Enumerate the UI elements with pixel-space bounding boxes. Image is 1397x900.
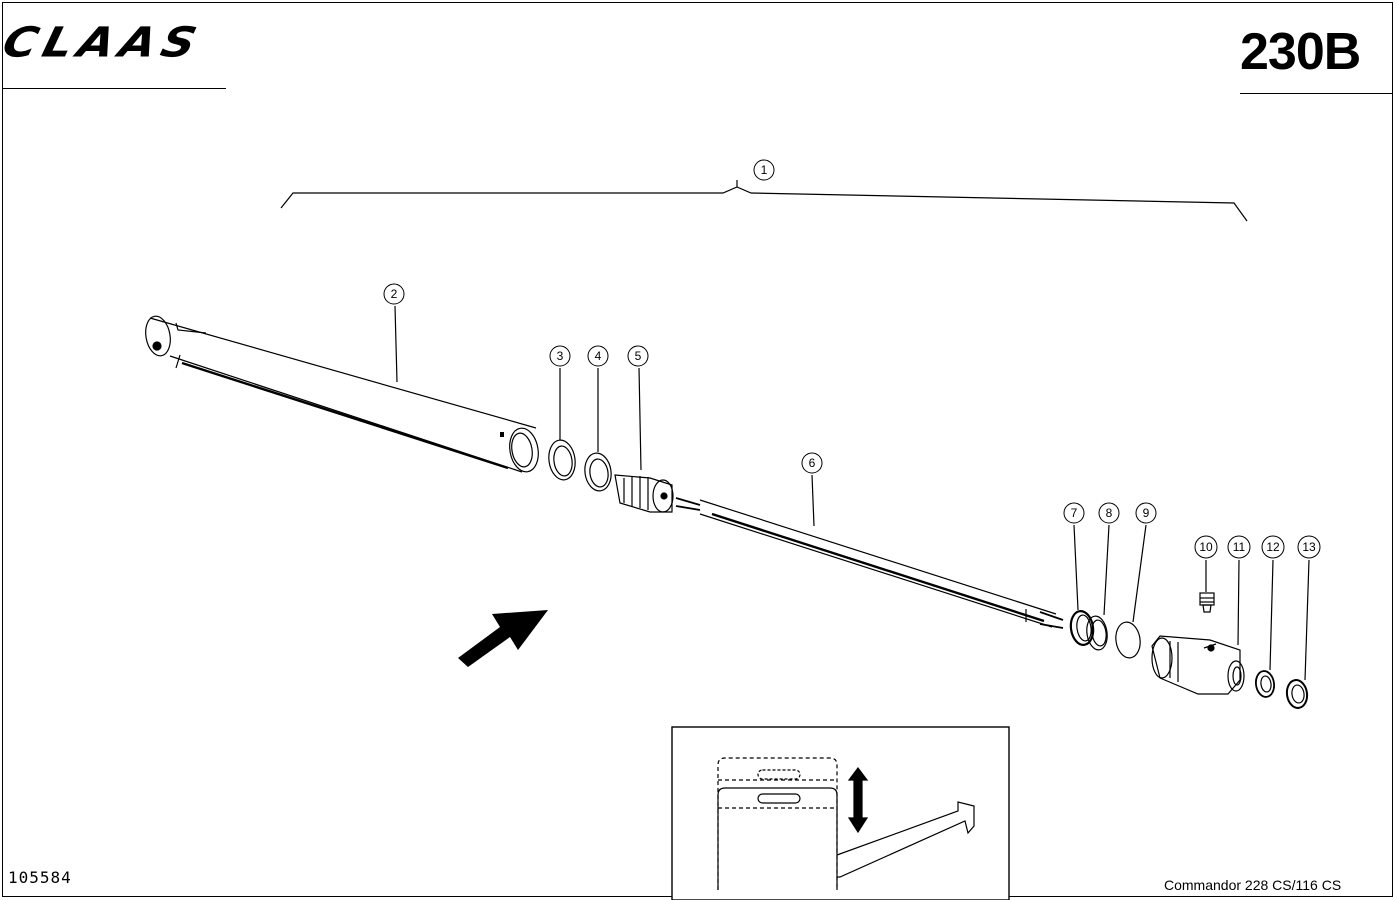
callout-6: 6 <box>801 452 823 474</box>
backup-ring-8 <box>1086 615 1108 651</box>
callout-11-label: 11 <box>1233 540 1246 554</box>
model-label: Commandor 228 CS/116 CS <box>1164 877 1342 893</box>
callout-1: 1 <box>753 159 775 181</box>
direction-arrow <box>458 610 548 667</box>
seal-ring-3 <box>548 439 576 481</box>
inset-detail <box>671 726 1010 900</box>
callouts: 1 2 3 4 5 6 7 8 9 10 11 12 13 <box>383 159 1321 559</box>
callout-1-label: 1 <box>761 163 768 177</box>
drawing-number: 105584 <box>8 868 72 887</box>
guide-ring-4 <box>584 452 612 492</box>
rod-eye-11 <box>1151 635 1245 695</box>
callout-2-label: 2 <box>391 287 398 301</box>
callout-11: 11 <box>1227 535 1251 559</box>
circlip-9 <box>1115 621 1141 659</box>
callout-4: 4 <box>587 345 609 367</box>
callout-8: 8 <box>1098 502 1120 524</box>
callout-7-label: 7 <box>1071 506 1078 520</box>
callout-13-label: 13 <box>1302 540 1316 554</box>
leader-12 <box>1269 559 1274 671</box>
bushing-12 <box>1255 670 1275 698</box>
callout-9: 9 <box>1135 502 1157 524</box>
leader-9 <box>1132 524 1147 623</box>
sheet-number: 230B <box>1240 23 1361 81</box>
piston-rod-6 <box>675 497 1064 629</box>
o-ring-7 <box>1069 609 1095 647</box>
leader-5 <box>638 367 642 471</box>
callout-2: 2 <box>383 283 405 305</box>
callout-8-label: 8 <box>1106 506 1113 520</box>
callout-10-label: 10 <box>1199 540 1213 554</box>
piston-5 <box>614 474 674 513</box>
callout-9-label: 9 <box>1143 506 1150 520</box>
callout-5: 5 <box>627 345 649 367</box>
leader-7 <box>1073 524 1079 611</box>
callout-6-label: 6 <box>809 456 816 470</box>
callout-3-label: 3 <box>557 349 564 363</box>
callout-10: 10 <box>1194 535 1218 559</box>
callout-5-label: 5 <box>635 349 642 363</box>
leader-2 <box>394 305 398 383</box>
leader-8 <box>1103 524 1110 616</box>
callout-12-label: 12 <box>1266 540 1280 554</box>
wiper-13 <box>1285 679 1309 709</box>
leader-11 <box>1237 559 1240 646</box>
leader-13 <box>1304 559 1310 681</box>
cylinder-tube <box>145 315 539 473</box>
sheet-number-underline <box>1240 93 1393 94</box>
callout-12: 12 <box>1261 535 1285 559</box>
callout-7: 7 <box>1063 502 1085 524</box>
grease-nipple-10 <box>1199 592 1215 613</box>
assembly-bracket <box>280 186 1248 222</box>
logo-underline <box>2 88 226 89</box>
callout-13: 13 <box>1297 535 1321 559</box>
leader-6 <box>811 474 815 527</box>
callout-3: 3 <box>549 345 571 367</box>
callout-4-label: 4 <box>595 349 602 363</box>
